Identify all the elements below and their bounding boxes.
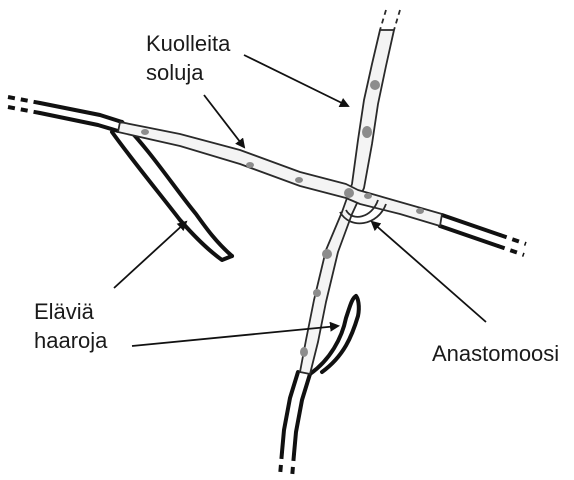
arrow-dead-cells-vertical <box>244 55 348 106</box>
arrows <box>114 55 486 346</box>
arrow-dead-cells-horizontal <box>204 95 244 147</box>
label-dead-cells-line1: Kuolleita <box>146 30 230 57</box>
living-branch-right-dashed-end <box>498 235 526 255</box>
living-branch-bottom-dashed-end <box>280 452 294 478</box>
living-branch-right <box>440 215 500 246</box>
label-living-branches-line1: Eläviä <box>34 298 94 325</box>
arrow-living-left <box>114 222 186 288</box>
label-living-branches-line2: haaroja <box>34 327 107 354</box>
living-branch-left-dashed-end <box>8 97 40 113</box>
label-dead-cells-line2: soluja <box>146 59 203 86</box>
label-anastomosis: Anastomoosi <box>432 340 559 367</box>
dead-cell-remnants <box>141 80 424 357</box>
dead-hypha-vertical-dashed-end <box>380 10 400 30</box>
